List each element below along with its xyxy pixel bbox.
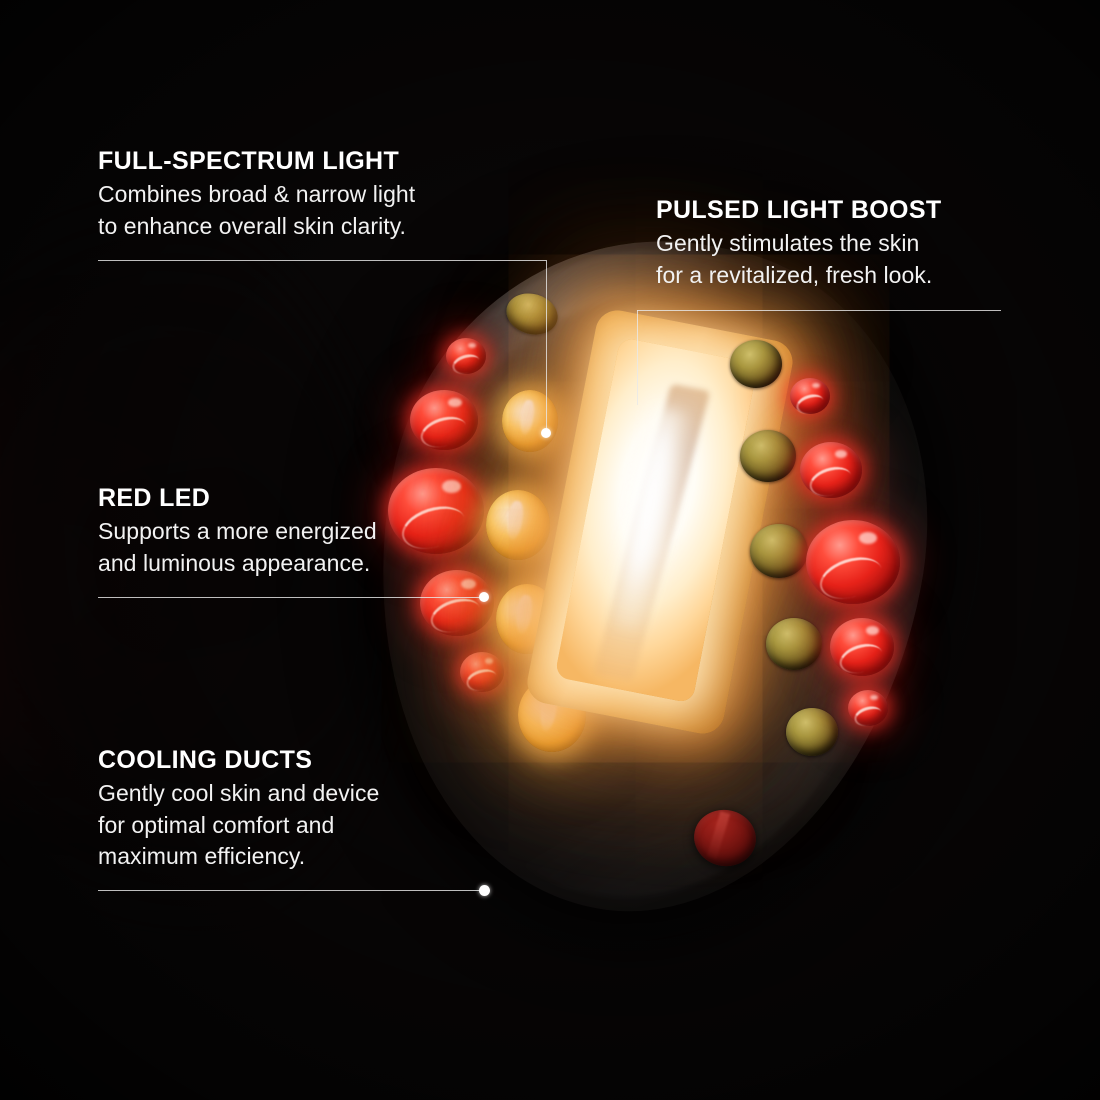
- lamp-core-flare: [605, 403, 696, 635]
- amber-led: [502, 390, 558, 452]
- callout-title: PULSED LIGHT BOOST: [656, 196, 942, 224]
- red-led: [410, 390, 478, 450]
- red-led: [800, 442, 862, 498]
- red-led: [830, 618, 894, 676]
- amber-led-socket: [786, 708, 838, 756]
- callout-pulsed-light-boost: PULSED LIGHT BOOST Gently stimulates the…: [656, 197, 1056, 291]
- amber-led-socket: [766, 618, 822, 670]
- callout-title: COOLING DUCTS: [98, 746, 313, 774]
- amber-led-socket: [740, 430, 796, 482]
- callout-body: Gently stimulates the skin for a revital…: [656, 230, 933, 288]
- red-led: [460, 652, 504, 692]
- amber-led-socket: [730, 340, 782, 388]
- callout-body: Supports a more energized and luminous a…: [98, 518, 377, 576]
- red-led: [420, 570, 494, 636]
- callout-body: Combines broad & narrow light to enhance…: [98, 181, 416, 239]
- red-led: [806, 520, 900, 604]
- callout-red-led: RED LED Supports a more energized and lu…: [98, 485, 498, 579]
- callout-full-spectrum-light: FULL-SPECTRUM LIGHT Combines broad & nar…: [98, 148, 518, 242]
- callout-title: FULL-SPECTRUM LIGHT: [98, 147, 400, 175]
- callout-cooling-ducts: COOLING DUCTS Gently cool skin and devic…: [98, 747, 498, 873]
- callout-body: Gently cool skin and device for optimal …: [98, 780, 380, 870]
- amber-led-socket: [750, 524, 808, 578]
- callout-title: RED LED: [98, 484, 211, 512]
- lamp-glass: [554, 337, 758, 704]
- red-led: [446, 338, 486, 374]
- red-led: [848, 690, 888, 726]
- red-led: [790, 378, 830, 414]
